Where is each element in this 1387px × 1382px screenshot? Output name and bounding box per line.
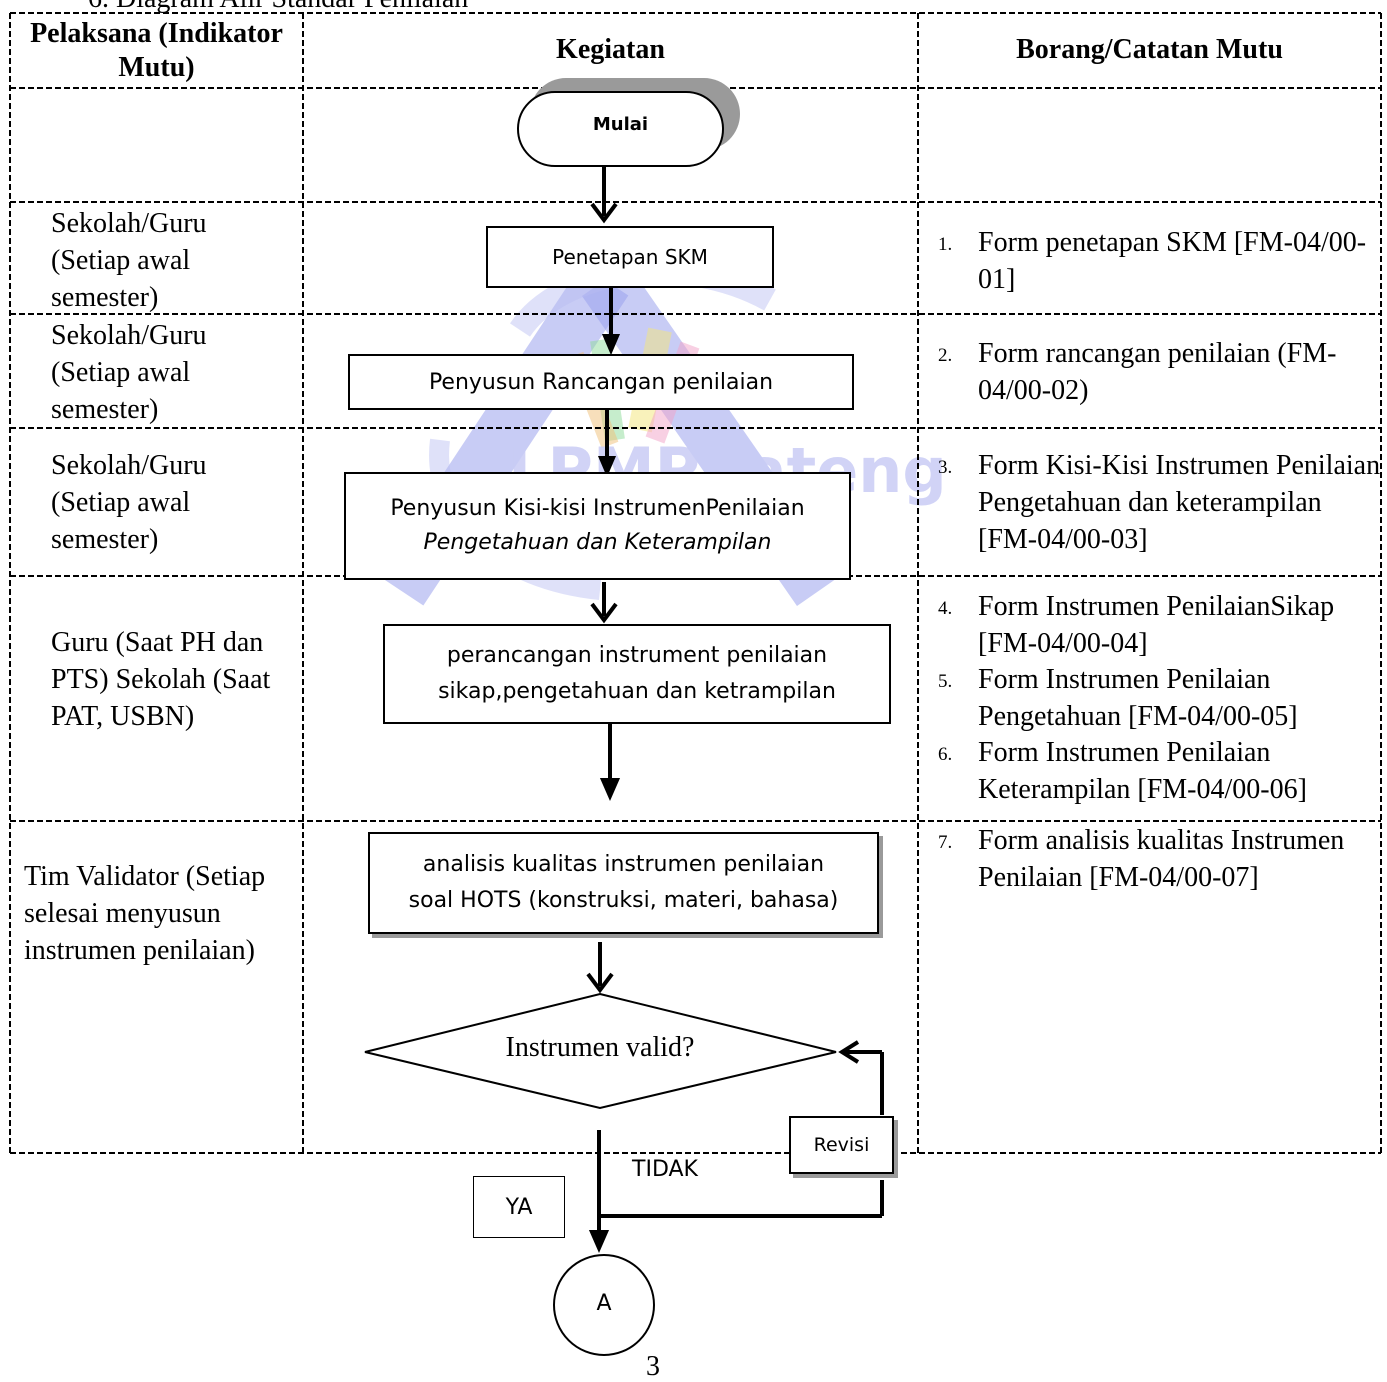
connector-circle [553,1254,655,1356]
yes-label-box: YA [473,1176,565,1238]
form-item-3: 3.Form Kisi-Kisi Instrumen Penilaian Pen… [938,450,1381,555]
form-item-4: 4.Form Instrumen PenilaianSikap [FM-04/0… [938,591,1335,659]
pelaksana-cell-row6: Tim Validator (Setiap selesai menyusun i… [24,861,266,966]
no-label: TIDAK [605,1155,725,1185]
form-item-2: 2.Form rancangan penilaian (FM-04/00-02) [938,338,1337,406]
header-kegiatan: Kegiatan [556,34,665,65]
decision-diamond [364,992,837,1110]
start-label: Mulai [592,114,649,135]
header-borang: Borang/Catatan Mutu [1016,34,1283,65]
revise-box: Revisi [789,1116,894,1174]
pelaksana-cell-row5: Guru (Saat PH dan PTS) Sekolah (Saat PAT… [51,627,271,732]
connector-label: A [596,1291,612,1316]
page-number: 3 [646,1351,660,1382]
form-item-5: 5.Form Instrumen Penilaian Pengetahuan [… [938,664,1298,732]
form-item-6: 6.Form Instrumen Penilaian Keterampilan … [938,737,1307,805]
step-perancangan-instrumen: perancangan instrument penilaian sikap,p… [383,624,891,724]
page-heading: 6. Diagram Alir Standar Penilaian [88,0,468,14]
step-penetapan-skm: Penetapan SKM [486,226,774,288]
decision-label: Instrumen valid? [505,1032,695,1063]
step-analisis-kualitas: analisis kualitas instrumen penilaian so… [368,832,879,934]
pelaksana-cell-row2: Sekolah/Guru (Setiap awal semester) [51,208,207,313]
start-terminator-shape [517,91,724,167]
pelaksana-cell-row4: Sekolah/Guru (Setiap awal semester) [51,450,207,555]
pelaksana-cell-row3: Sekolah/Guru (Setiap awal semester) [51,320,207,425]
step-kisi-kisi: Penyusun Kisi-kisi InstrumenPenilaian Pe… [344,472,851,580]
form-item-1: 1.Form penetapan SKM [FM-04/00-01] [938,227,1367,295]
form-item-7: 7.Form analisis kualitas Instrumen Penil… [938,825,1345,893]
header-pelaksana: Pelaksana (Indikator Mutu) [30,18,283,83]
step-rancangan-penilaian: Penyusun Rancangan penilaian [348,354,854,410]
